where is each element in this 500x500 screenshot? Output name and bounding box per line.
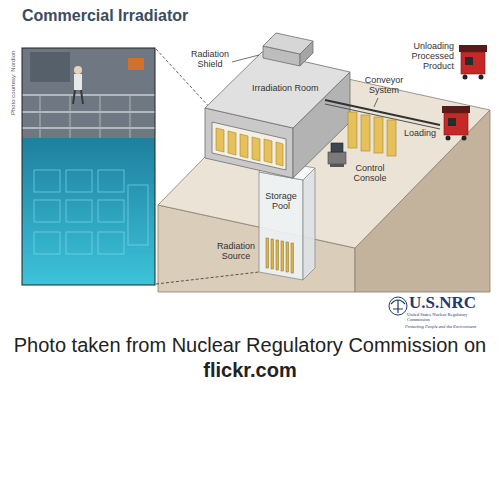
- leader-line: [374, 98, 378, 107]
- diagram-title: Commercial Irradiator: [22, 7, 188, 25]
- loading-machine-part: [446, 136, 451, 141]
- facility-photo-part-part: [98, 200, 124, 222]
- facility-photo-part-part: [98, 232, 124, 254]
- conveyor-system-part-part: [361, 115, 370, 151]
- facility-photo-part-part: [34, 200, 60, 222]
- conveyor-system-part-part: [374, 117, 383, 153]
- loading-machine: [442, 106, 470, 141]
- product-boxes-part: [240, 134, 248, 158]
- unloading-machine-part: [461, 52, 485, 74]
- control-console: [328, 143, 346, 167]
- facility-photo-part: [34, 170, 148, 254]
- facility-photo-part: [22, 48, 155, 143]
- facility-photo-part: [22, 95, 155, 128]
- radiation-source-part: [286, 242, 289, 272]
- product-boxes-part: [216, 128, 224, 152]
- facility-photo-part-part: [66, 232, 92, 254]
- product-boxes-part: [252, 137, 260, 161]
- facility-photo-part-part: [34, 170, 60, 192]
- nrc-seal-part: [389, 297, 407, 315]
- part-label: Radiation Shield: [191, 50, 229, 70]
- conveyor-system: [325, 100, 440, 156]
- caption-text: Photo taken from Nuclear Regulatory Comm…: [5, 333, 495, 383]
- irradiation-room-part: [205, 52, 350, 128]
- conveyor-system-part-part: [348, 112, 357, 148]
- photo-credit: Photo courtesy: Nordion: [10, 51, 16, 115]
- radiation-source-part: [276, 240, 279, 270]
- facility-photo-part: [40, 95, 130, 138]
- irradiation-room: [205, 52, 350, 178]
- unloading-machine-part: [463, 75, 468, 80]
- part-label: Unloading Processed Product: [411, 42, 454, 72]
- product-boxes-part: [276, 142, 283, 166]
- facility-photo-part: [30, 52, 70, 82]
- loading-machine-part: [462, 136, 467, 141]
- conveyor-system-part-part: [387, 120, 396, 156]
- unloading-machine: [459, 45, 487, 80]
- facility-photo-part: [22, 48, 155, 285]
- radiation-source-part: [291, 243, 294, 273]
- part-label: Storage Pool: [265, 192, 297, 212]
- radiation-source-part: [266, 238, 269, 268]
- facility-photo-part: [74, 66, 82, 74]
- facility-photo-part-part: [128, 185, 148, 245]
- conveyor-system-part: [348, 112, 396, 156]
- part-label: Loading: [404, 129, 436, 139]
- product-boxes-part: [264, 139, 272, 163]
- product-boxes: [216, 128, 283, 166]
- product-boxes-part: [228, 131, 236, 155]
- storage-pool-part: [259, 172, 303, 280]
- leader-line: [232, 55, 259, 62]
- facility-photo-part: [22, 48, 155, 285]
- part-label: Control Console: [353, 164, 386, 184]
- facility-photo-part: [128, 58, 144, 70]
- facility-photo-part-part: [66, 200, 92, 222]
- radiation-shield-part: [263, 33, 313, 54]
- radiation-source-part: [271, 239, 274, 269]
- facility-photo-part-part: [66, 170, 92, 192]
- unloading-machine-part: [465, 57, 473, 65]
- facility-photo-part-part: [98, 170, 124, 192]
- ground-block: [158, 67, 490, 292]
- part-label: Radiation Source: [217, 242, 255, 262]
- storage-pool-part: [303, 168, 315, 280]
- control-console-part: [331, 143, 343, 152]
- loading-machine-part: [444, 113, 468, 135]
- radiation-source: [266, 238, 294, 273]
- view-lines-part: [156, 272, 259, 284]
- unloading-machine-part: [459, 45, 487, 52]
- facility-photo: [22, 48, 155, 285]
- logo-text: United States Nuclear Regulatory Commiss…: [407, 313, 473, 323]
- part-label: Irradiation Room: [252, 84, 319, 94]
- facility-photo-part: [22, 138, 155, 285]
- unloading-machine-part: [479, 75, 484, 80]
- storage-pool: [259, 160, 315, 280]
- control-console-part: [328, 152, 346, 164]
- loading-machine-part: [448, 118, 456, 126]
- irradiation-room-part: [212, 122, 286, 170]
- facility-photo-part: [73, 90, 83, 104]
- control-console-part: [330, 164, 344, 167]
- radiation-shield: [263, 33, 313, 66]
- facility-photo-part-part: [34, 232, 60, 254]
- radiation-source-part: [281, 241, 284, 271]
- loading-machine-part: [442, 106, 470, 113]
- facility-photo-part: [74, 74, 82, 90]
- logo-motto: Protecting People and the Environment: [405, 325, 476, 330]
- nrc-seal-part: [391, 300, 405, 313]
- logo-wordmark: U.S.NRC: [409, 294, 476, 311]
- part-label: Conveyor System: [365, 76, 404, 96]
- nrc-seal: [389, 297, 407, 315]
